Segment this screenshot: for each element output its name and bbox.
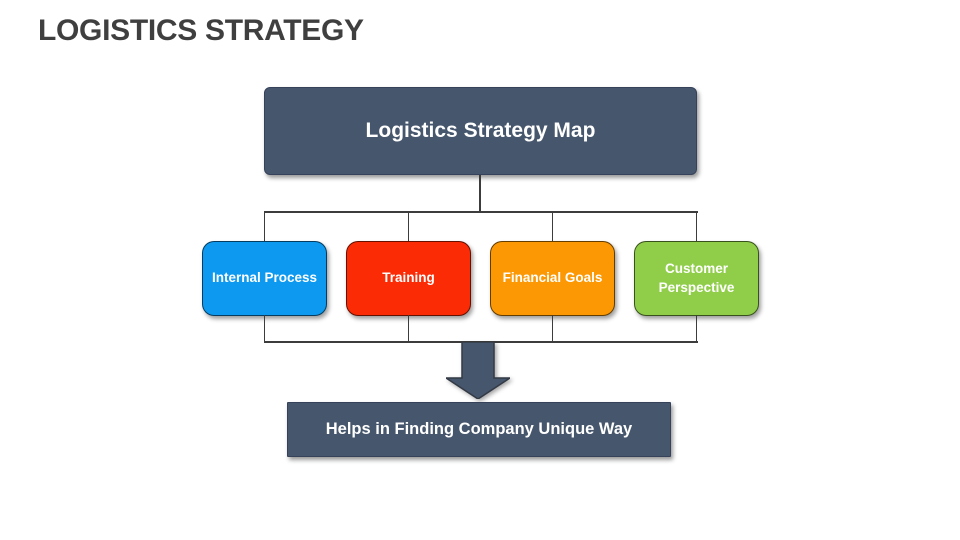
branch-node-label: Customer Perspective [658,261,735,295]
connector-stub-top-training [407,211,409,241]
outcome-node-company-unique-way: Helps in Finding Company Unique Way [287,402,671,457]
connector-stub-top-customer-perspective [695,211,697,241]
connector-top-horizontal [263,211,698,213]
connector-stub-bottom-customer-perspective [695,315,697,342]
connector-root-vertical [479,175,481,212]
outcome-node-label: Helps in Finding Company Unique Way [325,420,633,438]
branch-node-label: Internal Process [211,270,318,286]
down-arrow-icon [446,342,510,399]
connector-stub-bottom-internal-process [263,315,265,342]
root-node-logistics-strategy-map: Logistics Strategy Map [264,87,697,175]
branch-node-financial-goals: Financial Goals [490,241,615,316]
connector-stub-bottom-training [407,315,409,342]
connector-stub-top-internal-process [263,211,265,241]
slide-title: LOGISTICS STRATEGY [38,14,364,47]
down-arrow-shape [446,342,510,399]
branch-node-customer-perspective: Customer Perspective [634,241,759,316]
branch-node-internal-process: Internal Process [202,241,327,316]
branch-node-training: Training [346,241,471,316]
connector-stub-bottom-financial-goals [551,315,553,342]
branch-node-label: Financial Goals [502,270,603,286]
connector-stub-top-financial-goals [551,211,553,241]
root-node-label: Logistics Strategy Map [365,119,596,142]
branch-node-label: Training [382,270,435,286]
